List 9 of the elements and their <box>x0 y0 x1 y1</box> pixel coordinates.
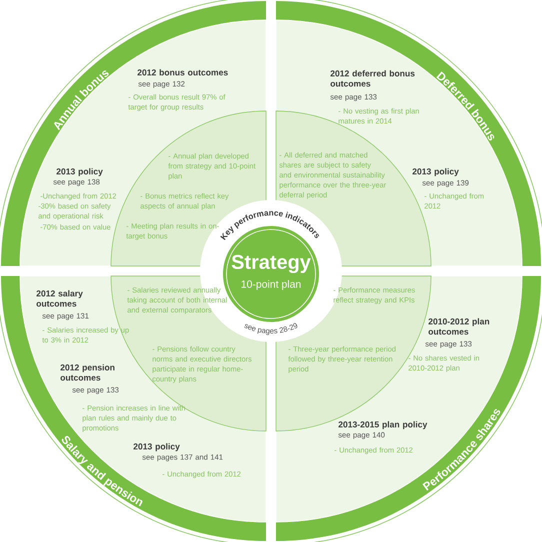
heading-text: 2013 policy <box>134 443 180 452</box>
heading-text: 2013-2015 plan policy <box>338 421 428 430</box>
heading-text: 2012 bonus outcomes <box>138 69 228 76</box>
heading-text: 2012 salary outcomes <box>36 290 83 307</box>
heading-text: 2013 policy <box>412 168 459 176</box>
heading-text: 2012 pension outcomes <box>60 364 114 381</box>
heading-text: 2010-2012 plan outcomes <box>428 318 490 335</box>
heading-text: 2013 policy <box>56 168 103 176</box>
heading-text: 2012 deferred bonus outcomes <box>330 70 415 87</box>
